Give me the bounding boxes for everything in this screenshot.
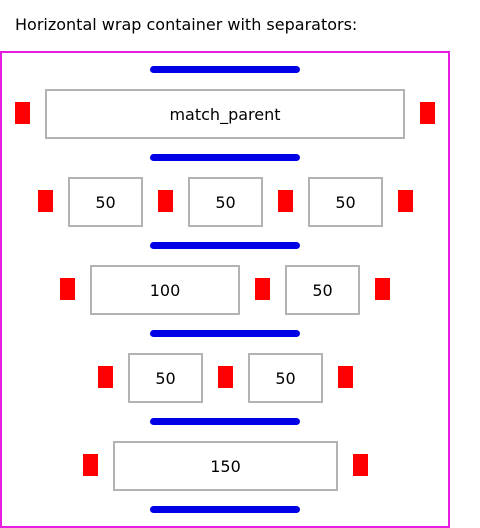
- caption-label: Horizontal wrap container with separator…: [15, 15, 358, 34]
- horizontal-separator: [150, 242, 300, 249]
- vertical-separator: [15, 102, 30, 124]
- vertical-separator: [218, 366, 233, 388]
- vertical-separator: [353, 454, 368, 476]
- horizontal-separator: [150, 66, 300, 73]
- horizontal-separator: [150, 418, 300, 425]
- vertical-separator: [98, 366, 113, 388]
- vertical-separator: [398, 190, 413, 212]
- vertical-separator: [60, 278, 75, 300]
- item-50: 50: [308, 177, 383, 227]
- item-50: 50: [68, 177, 143, 227]
- vertical-separator: [375, 278, 390, 300]
- item-150: 150: [113, 441, 338, 491]
- horizontal-separator: [150, 330, 300, 337]
- item-50: 50: [285, 265, 360, 315]
- vertical-separator: [338, 366, 353, 388]
- vertical-separator: [420, 102, 435, 124]
- item-50: 50: [248, 353, 323, 403]
- vertical-separator: [255, 278, 270, 300]
- vertical-separator: [83, 454, 98, 476]
- item-100: 100: [90, 265, 240, 315]
- vertical-separator: [158, 190, 173, 212]
- item-match-parent: match_parent: [45, 89, 405, 139]
- item-50: 50: [188, 177, 263, 227]
- vertical-separator: [38, 190, 53, 212]
- vertical-separator: [278, 190, 293, 212]
- horizontal-separator: [150, 154, 300, 161]
- horizontal-separator: [150, 506, 300, 513]
- wrap-container: [0, 51, 450, 528]
- item-50: 50: [128, 353, 203, 403]
